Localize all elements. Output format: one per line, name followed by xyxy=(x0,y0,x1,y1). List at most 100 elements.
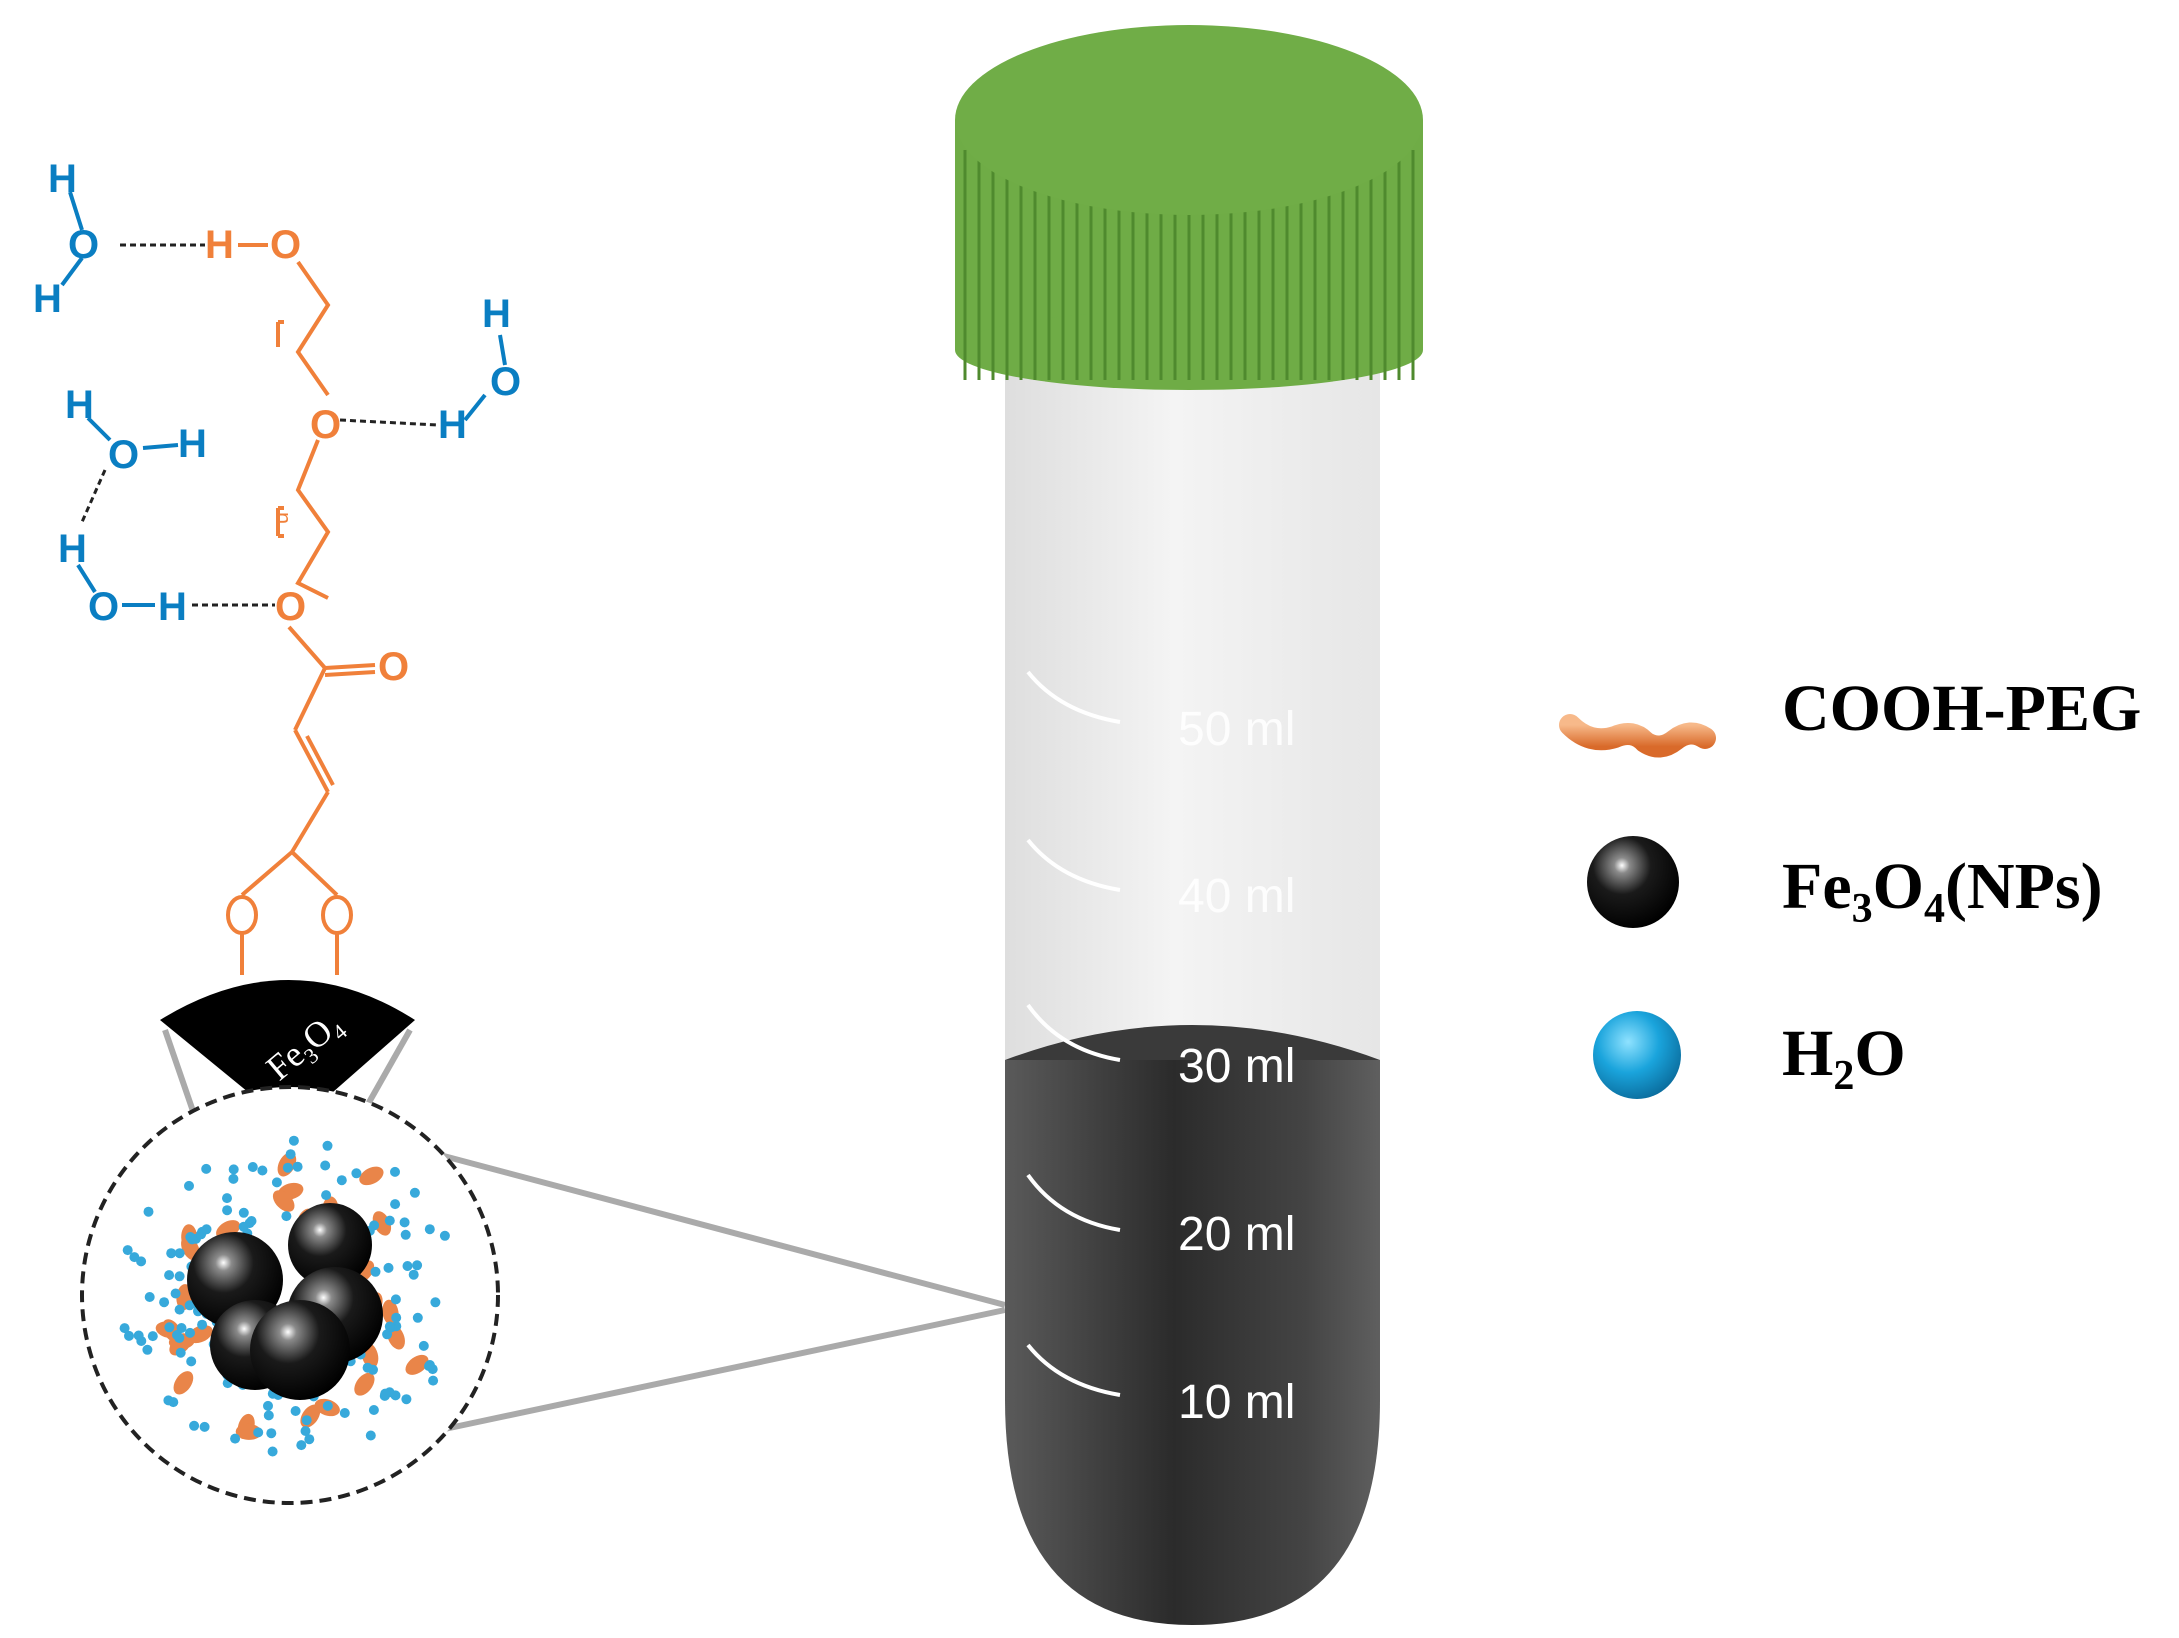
tube-cap xyxy=(955,25,1423,390)
mark-label: 30 ml xyxy=(1178,1040,1295,1093)
water-dot xyxy=(186,1356,197,1367)
water-dot xyxy=(263,1400,273,1411)
water-dot xyxy=(129,1252,140,1263)
water-atoms: H O H H O H H O H H O H xyxy=(33,157,521,629)
peg-bit xyxy=(272,1190,295,1212)
water-dot xyxy=(246,1216,257,1226)
water-dot xyxy=(185,1327,195,1338)
water-dot xyxy=(365,1430,376,1441)
nanoparticle-cluster-magnified xyxy=(80,1085,500,1505)
water-dot xyxy=(402,1261,413,1271)
water-dot xyxy=(409,1187,420,1198)
water-dot xyxy=(253,1427,264,1438)
water-dot xyxy=(201,1163,212,1174)
atom-h: H xyxy=(178,422,207,466)
peg-bit xyxy=(359,1166,384,1186)
water-dot xyxy=(430,1297,441,1308)
water-dot xyxy=(184,1300,195,1311)
water-dot xyxy=(247,1162,258,1172)
atom-o: O xyxy=(275,585,306,629)
water-dot xyxy=(170,1288,181,1299)
mark-label: 50 ml xyxy=(1178,703,1295,756)
peg-chain-icon xyxy=(1559,714,1716,758)
water-dot xyxy=(339,1408,350,1418)
water-dot xyxy=(174,1304,185,1315)
mark-label: 10 ml xyxy=(1178,1376,1295,1429)
water-dot xyxy=(184,1180,194,1191)
water-dot xyxy=(159,1297,170,1308)
water-dot xyxy=(384,1215,395,1226)
legend-label-h2o: H2O xyxy=(1782,1017,1906,1099)
water-dot xyxy=(166,1248,177,1259)
peg-atoms: H O O O O n xyxy=(205,223,409,689)
volume-labels: 50 ml 40 ml 30 ml 20 ml 10 ml xyxy=(1178,703,1295,1429)
water-dot xyxy=(390,1199,401,1210)
tube-liquid xyxy=(1005,1060,1380,1625)
peg-bit xyxy=(405,1354,429,1375)
legend-label-peg: COOH-PEG xyxy=(1782,672,2141,745)
water-dot xyxy=(370,1266,381,1277)
water-dot xyxy=(144,1292,155,1302)
water-dot xyxy=(399,1217,410,1228)
graduation-lines xyxy=(1026,670,1121,1397)
atom-h: H xyxy=(438,403,467,447)
water-dot xyxy=(290,1406,301,1416)
atom-h: H xyxy=(48,157,77,201)
peg-bit xyxy=(173,1371,194,1395)
atom-h: H xyxy=(205,223,234,267)
liquid-meniscus xyxy=(1005,1025,1380,1060)
water-dot xyxy=(142,1344,153,1355)
atom-h: H xyxy=(58,527,87,571)
water-dot xyxy=(168,1397,179,1408)
water-dot xyxy=(322,1400,333,1411)
atom-o: O xyxy=(108,433,139,477)
water-dot xyxy=(336,1175,347,1186)
water-dot xyxy=(263,1410,274,1421)
water-dot xyxy=(271,1177,282,1188)
blue-sphere-icon xyxy=(1593,1011,1681,1099)
water-dot xyxy=(424,1360,435,1370)
peg-bit xyxy=(354,1372,375,1396)
water-dot xyxy=(439,1230,450,1241)
atom-h: H xyxy=(33,277,62,321)
water-dot xyxy=(230,1433,241,1444)
water-dot xyxy=(296,1440,307,1451)
fe3o4-nanoparticles xyxy=(187,1203,383,1400)
water-dot xyxy=(222,1205,233,1216)
water-dot xyxy=(124,1330,134,1341)
atom-o: O xyxy=(68,223,99,267)
water-dot xyxy=(199,1421,210,1432)
hydrogen-bonds xyxy=(80,243,439,607)
water-dot xyxy=(174,1333,185,1343)
water-dot xyxy=(424,1224,435,1235)
water-dot xyxy=(122,1245,133,1256)
legend: COOH-PEG Fe3O4(NPs) H2O xyxy=(1559,672,2141,1099)
atom-o: O xyxy=(310,403,341,447)
water-dot xyxy=(401,1394,412,1405)
water-dot xyxy=(400,1229,411,1240)
water-dot xyxy=(189,1420,200,1431)
centrifuge-tube: 50 ml 40 ml 30 ml 20 ml 10 ml xyxy=(955,25,1423,1625)
water-dot xyxy=(292,1161,303,1172)
water-dot xyxy=(390,1166,400,1177)
legend-label-fe3o4: Fe3O4(NPs) xyxy=(1782,850,2103,932)
water-dot xyxy=(390,1294,401,1305)
water-dot xyxy=(428,1375,439,1386)
water-dot xyxy=(304,1434,315,1445)
water-dot xyxy=(174,1271,185,1282)
water-dot xyxy=(281,1211,292,1222)
atom-o: O xyxy=(270,223,301,267)
peg-bit xyxy=(187,1325,213,1344)
water-dot xyxy=(380,1388,391,1399)
atom-h: H xyxy=(65,383,94,427)
water-dot xyxy=(228,1173,239,1184)
mark-label: 20 ml xyxy=(1178,1208,1295,1261)
water-dot xyxy=(175,1347,186,1358)
repeat-index: n xyxy=(271,512,296,524)
peg-molecule-structure: H O H H O H H O H H O H H O O O O n Fe3O… xyxy=(33,157,521,1128)
water-dot xyxy=(238,1207,249,1218)
fe3o4-core-wedge xyxy=(160,980,415,1128)
water-dot xyxy=(238,1221,249,1232)
water-dot xyxy=(384,1321,395,1332)
